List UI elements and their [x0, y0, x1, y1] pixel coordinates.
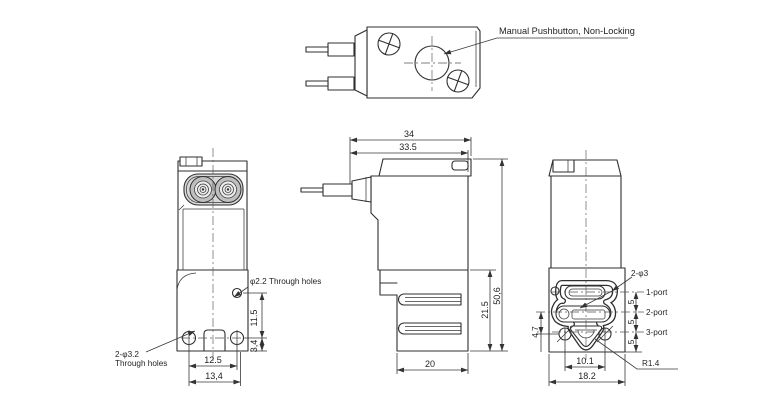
- dim-34: 34: [404, 129, 414, 139]
- port-2: [555, 305, 611, 323]
- port-1: [564, 285, 606, 300]
- cable-boss: [354, 29, 368, 97]
- small-hole-label: φ2.2 Through holes: [250, 277, 321, 286]
- lead-wire: [305, 80, 329, 87]
- mounting-plate: [176, 269, 249, 352]
- lead-wire-sleeve: [327, 76, 355, 91]
- dim-11-5: 11.5: [249, 310, 259, 327]
- gasket-groove: [550, 280, 618, 351]
- dim-20: 20: [425, 359, 435, 369]
- coil-grommet: [189, 176, 217, 203]
- mount-hole-label: 2-φ3.2: [115, 350, 139, 359]
- dim-18-2: 18.2: [578, 371, 596, 381]
- port-hole-label: 2-φ3: [631, 269, 649, 278]
- dim-4-7: 4,7: [531, 326, 540, 338]
- pilot-hole: [550, 286, 560, 296]
- wire-grommet: [351, 176, 372, 203]
- side-base-block: [379, 269, 469, 352]
- plate-corner-relief: [176, 272, 197, 291]
- cap-notch: [552, 159, 575, 173]
- dim-13-4: 13,4: [205, 371, 223, 381]
- port-label-2: 2-port: [646, 308, 668, 317]
- dim-5: 5: [627, 319, 636, 324]
- screw-icon: [446, 69, 470, 93]
- coil-grommet: [214, 176, 242, 203]
- mount-hole-label: Through holes: [115, 359, 167, 368]
- top-view-body: [366, 26, 481, 99]
- rear-view: 5 5 5 4,7 10.1 18.2 2-φ3 1-port 2-port 3…: [531, 150, 678, 386]
- dim-12-5: 12.5: [204, 355, 222, 365]
- through-hole-2-2: [231, 287, 243, 299]
- pushbutton-leader: [443, 37, 498, 55]
- dim-3-4: 3,4: [249, 340, 259, 353]
- port-base: [548, 267, 626, 353]
- lead-wire: [305, 46, 329, 53]
- center-boss: [203, 329, 226, 352]
- dim-50-6: 50,6: [492, 287, 502, 305]
- dim-5: 5: [627, 339, 636, 344]
- screw-icon: [377, 32, 401, 56]
- cap-tab: [451, 160, 469, 171]
- dim-33-5: 33.5: [399, 142, 417, 152]
- front-view: φ2.2 Through holes 2-φ3.2 Through holes …: [115, 148, 321, 386]
- side-view: 34 33.5 50,6 21.5 20: [300, 129, 508, 374]
- top-view: Manual Pushbutton, Non-Locking: [305, 26, 635, 99]
- lead-wire-sleeve: [327, 42, 355, 57]
- port-label-1: 1-port: [646, 288, 668, 297]
- dim-10-1: 10.1: [576, 356, 594, 366]
- lead-wire: [300, 187, 324, 193]
- pushbutton-circle[interactable]: [414, 45, 450, 81]
- pushbutton-label: Manual Pushbutton, Non-Locking: [499, 26, 635, 36]
- radius-label: R1.4: [642, 359, 660, 368]
- rear-body: [550, 175, 622, 269]
- port-passage: [398, 293, 462, 335]
- top-notch: [179, 156, 203, 167]
- dim-5: 5: [627, 299, 636, 304]
- port-label-3: 3-port: [646, 328, 668, 337]
- side-cap: [370, 158, 472, 177]
- side-body: [370, 175, 469, 352]
- dim-21-5: 21.5: [480, 301, 490, 319]
- lead-wire-sleeve: [322, 183, 353, 197]
